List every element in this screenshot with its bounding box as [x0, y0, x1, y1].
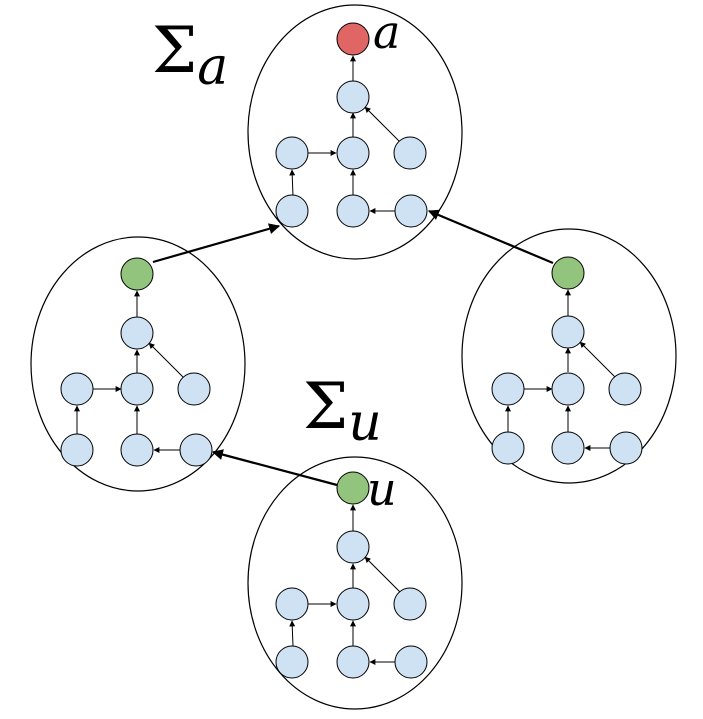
node	[120, 316, 154, 350]
node	[275, 194, 309, 228]
node	[491, 431, 525, 465]
node	[609, 431, 643, 465]
node	[336, 80, 370, 114]
node	[336, 530, 370, 564]
node-a	[336, 22, 370, 56]
label-sigma-a: Σa	[152, 14, 228, 97]
inter-cluster-arrows	[152, 209, 554, 487]
node	[120, 433, 154, 467]
node	[177, 372, 211, 406]
cluster-right	[461, 228, 677, 484]
cluster-bottom-edges	[289, 504, 401, 665]
cluster-top-ellipse	[247, 4, 463, 260]
sigma-a-subscript: a	[197, 37, 228, 97]
arrow-right-to-top	[427, 209, 554, 265]
node-entry	[120, 257, 154, 291]
cluster-bottom-ellipse	[247, 456, 463, 710]
node	[120, 372, 154, 406]
sigma-symbol: Σ	[152, 14, 197, 88]
cluster-left-edges	[74, 290, 185, 453]
arrow-bottom-to-left	[211, 449, 338, 487]
node	[551, 315, 585, 349]
cluster-top-nodes	[275, 22, 428, 228]
node	[394, 194, 428, 228]
node	[336, 645, 370, 679]
node-u	[336, 471, 370, 505]
label-node-u: u	[367, 462, 397, 516]
node	[60, 433, 94, 467]
node	[491, 372, 525, 406]
node	[275, 645, 309, 679]
cluster-bottom-nodes	[275, 471, 428, 679]
edge	[364, 556, 401, 593]
cluster-left-ellipse	[30, 236, 246, 492]
node	[551, 372, 585, 406]
cluster-right-edges	[505, 289, 616, 451]
node	[551, 431, 585, 465]
node	[394, 645, 428, 679]
sigma-u-subscript: u	[348, 393, 382, 453]
cluster-right-nodes	[491, 256, 643, 465]
node	[336, 587, 370, 621]
arrow-left-to-top	[152, 223, 281, 264]
edge	[148, 342, 185, 379]
cluster-bottom	[247, 456, 463, 710]
label-sigma-u: Σu	[303, 370, 382, 453]
edge	[289, 169, 296, 197]
node	[608, 372, 642, 406]
node	[275, 587, 309, 621]
node	[393, 136, 427, 170]
node	[393, 587, 427, 621]
cluster-top-edges	[289, 55, 401, 214]
node-entry	[551, 256, 585, 290]
label-node-a: a	[373, 5, 400, 59]
node	[179, 433, 213, 467]
node	[275, 136, 309, 170]
edge	[364, 106, 401, 143]
node	[60, 372, 94, 406]
cluster-right-ellipse	[461, 228, 677, 484]
edge	[579, 341, 616, 378]
cluster-top	[247, 4, 463, 260]
node	[336, 136, 370, 170]
sigma-symbol: Σ	[303, 370, 348, 444]
node	[336, 194, 370, 228]
edge	[289, 620, 296, 647]
